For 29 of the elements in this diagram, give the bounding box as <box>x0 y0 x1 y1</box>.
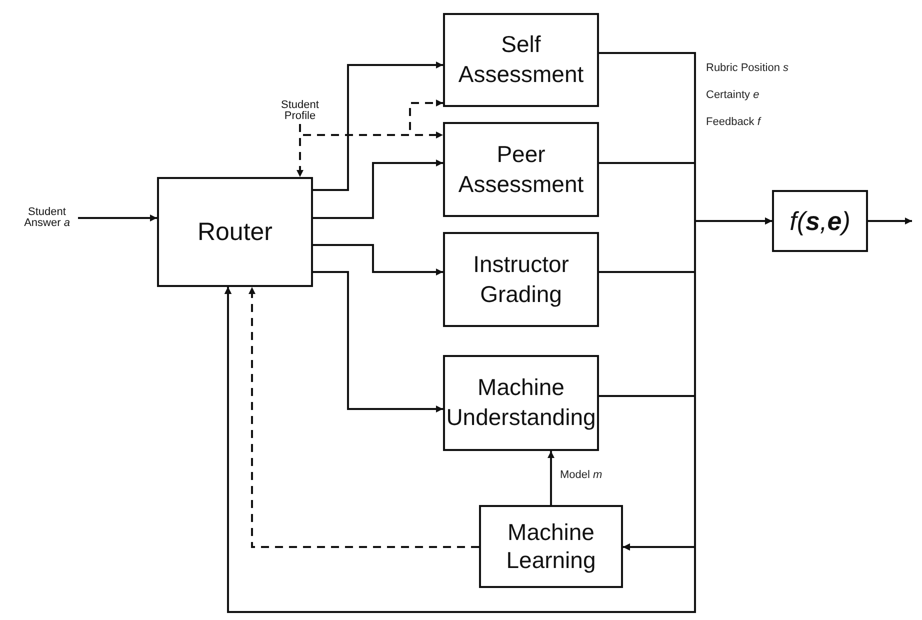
process-box <box>443 122 599 217</box>
process-box <box>443 232 599 327</box>
node-text: Student Profile <box>280 100 320 122</box>
process-box <box>157 177 313 287</box>
node-text: f(s,e) <box>790 208 850 234</box>
arrow <box>313 62 443 191</box>
node-text: Machine Learning <box>505 518 597 574</box>
arrow <box>313 244 443 276</box>
arrow <box>548 451 554 505</box>
arrow <box>299 124 443 138</box>
edge-label: Model m <box>559 469 604 481</box>
process-box <box>443 355 599 451</box>
node-text: Peer Assessment <box>457 140 585 198</box>
process-box <box>479 505 623 588</box>
output-label: Feedback f <box>706 116 760 128</box>
arrow <box>78 214 157 222</box>
output-label: Rubric Position s <box>706 62 789 74</box>
arrow <box>248 287 479 548</box>
node-text: Student Answer a <box>23 207 71 229</box>
function-box <box>772 190 868 252</box>
arrow <box>313 160 443 219</box>
arrow <box>313 271 443 412</box>
arrow <box>868 218 912 224</box>
node-text: Router <box>197 217 273 247</box>
node-text: Instructor Grading <box>472 250 570 309</box>
process-box <box>443 13 599 107</box>
output-label: Certainty e <box>706 89 760 101</box>
node-text: Self Assessment <box>457 30 585 89</box>
node-text: Machine Understanding <box>445 373 597 432</box>
